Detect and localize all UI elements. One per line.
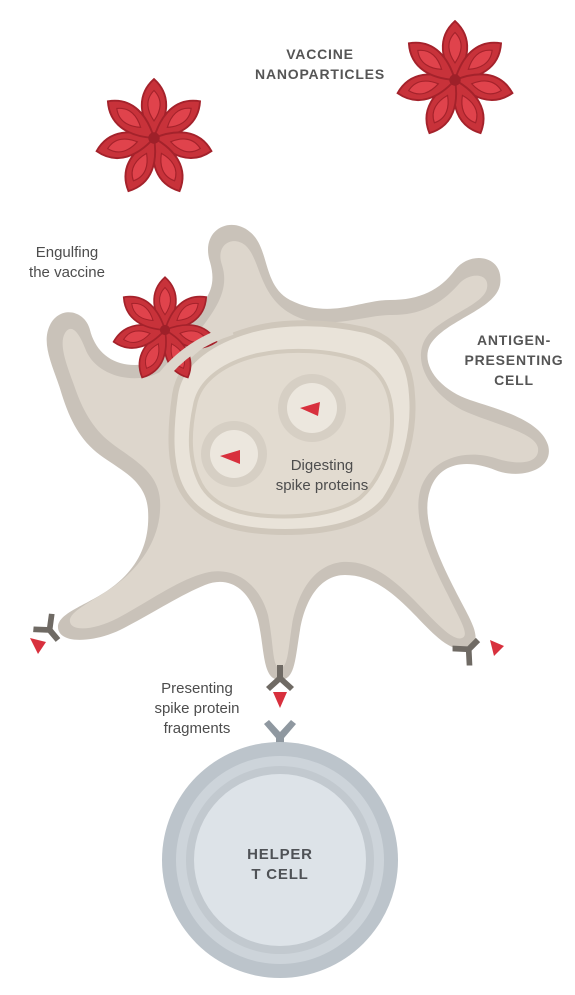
vaccine-nanoparticle-left xyxy=(94,79,214,196)
label-line: Engulfing xyxy=(35,244,99,261)
spike-fragment-bottom xyxy=(273,692,287,708)
label-line: the vaccine xyxy=(29,264,105,281)
antigen-presenting-cell-label: ANTIGEN- PRESENTING CELL xyxy=(444,330,575,390)
t-cell-receptor xyxy=(264,720,296,754)
label-line: spike protein xyxy=(154,700,240,717)
digestion-vesicle-lower xyxy=(201,421,267,487)
label-line: Digesting xyxy=(290,457,354,474)
helper-t-cell-label: HELPER T CELL xyxy=(220,845,340,885)
helper-t-cell xyxy=(162,720,398,978)
label-line: HELPER xyxy=(247,846,313,863)
label-line: spike proteins xyxy=(275,477,369,494)
label-line: NANOPARTICLES xyxy=(255,66,385,82)
antigen-presenting-cell xyxy=(30,224,549,708)
label-line: PRESENTING xyxy=(464,352,564,368)
label-line: T CELL xyxy=(251,866,309,883)
engulfing-label: Engulfing the vaccine xyxy=(12,243,122,283)
vaccine-nanoparticles-label: VACCINE NANOPARTICLES xyxy=(230,44,410,84)
label-line: ANTIGEN- xyxy=(476,332,552,348)
spike-fragment-left xyxy=(30,638,46,654)
label-line: CELL xyxy=(494,372,534,388)
vaccine-nanoparticle-right xyxy=(395,21,515,138)
spike-fragment-right xyxy=(490,640,504,656)
label-line: fragments xyxy=(163,720,231,737)
digesting-label: Digesting spike proteins xyxy=(262,456,382,496)
presenting-label: Presenting spike protein fragments xyxy=(122,679,272,739)
label-line: Presenting xyxy=(161,680,233,697)
label-line: VACCINE xyxy=(286,46,354,62)
digestion-vesicle-upper xyxy=(278,374,346,442)
